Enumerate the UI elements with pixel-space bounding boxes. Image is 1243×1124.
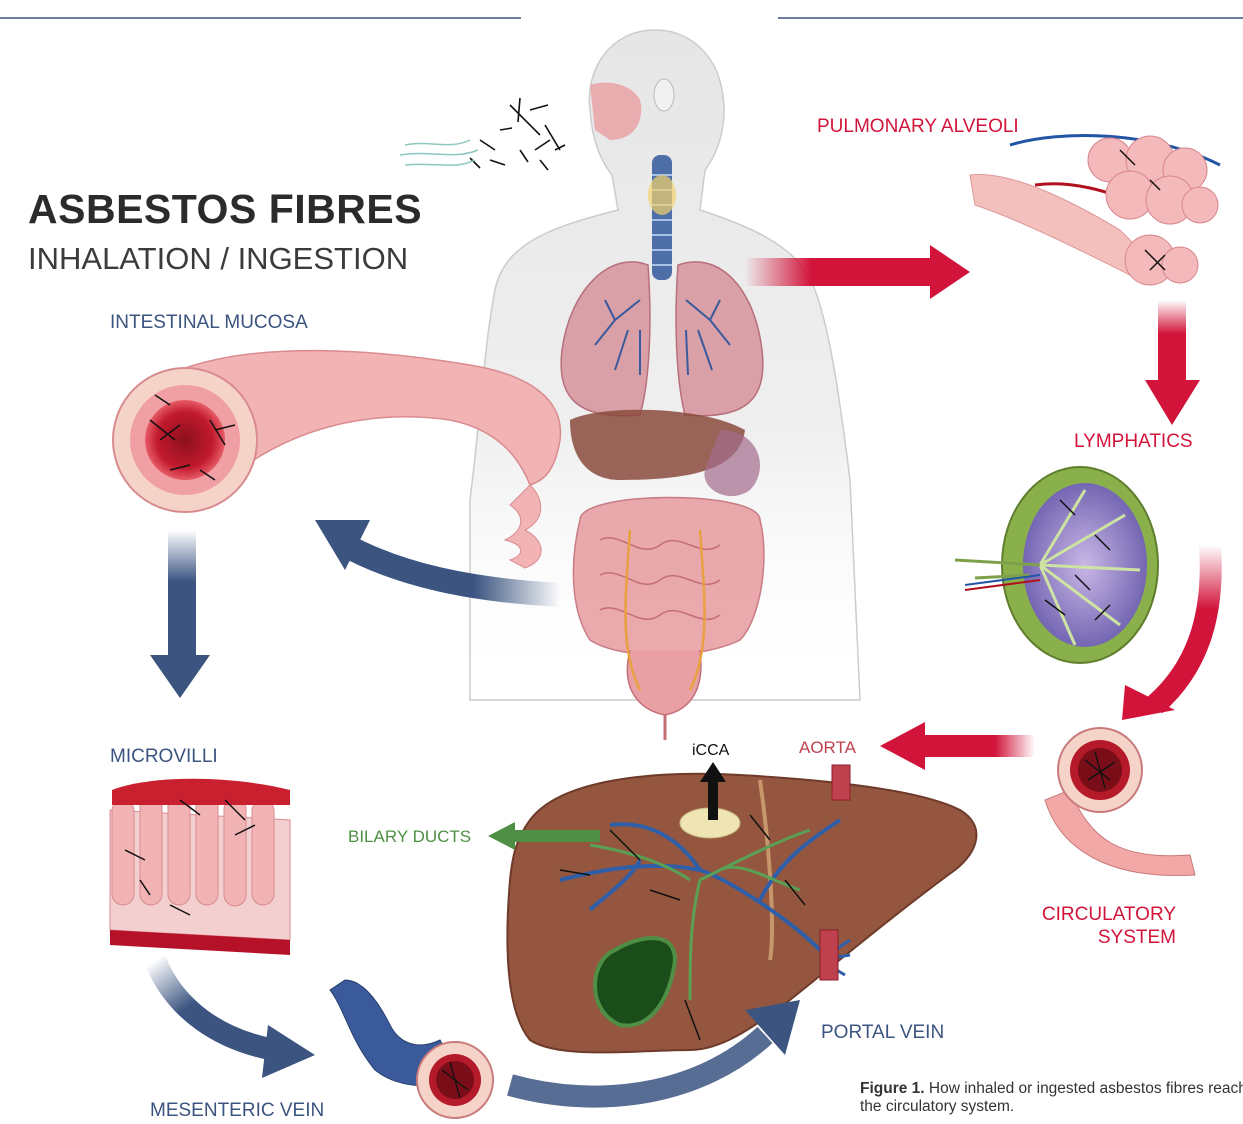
lymph-node-illustration	[955, 467, 1158, 663]
label-aorta: AORTA	[799, 738, 856, 758]
label-lymphatics: LYMPHATICS	[1074, 431, 1193, 453]
air-stream	[400, 140, 478, 165]
arrow-alveoli-to-lymphatics	[1145, 300, 1200, 425]
label-icca: iCCA	[692, 742, 729, 760]
mesenteric-vein-illustration	[330, 980, 493, 1118]
arrow-mucosa-to-microvilli	[150, 530, 210, 698]
arrow-microvilli-to-mesenteric	[155, 960, 315, 1078]
microvilli-illustration	[110, 779, 290, 955]
label-circulatory-system-line2: SYSTEM	[1020, 927, 1176, 949]
label-intestinal-mucosa: INTESTINAL MUCOSA	[110, 312, 308, 334]
inhaled-fibres	[470, 98, 565, 170]
label-microvilli: MICROVILLI	[110, 746, 218, 768]
liver-illustration	[507, 765, 976, 1053]
pulmonary-alveoli-illustration	[970, 135, 1220, 285]
diagram-subtitle: INHALATION / INGESTION	[28, 241, 408, 277]
diagram-title: ASBESTOS FIBRES	[28, 186, 422, 233]
label-bilary-ducts: BILARY DUCTS	[348, 827, 471, 847]
label-circulatory-system-line1: CIRCULATORY	[1020, 904, 1176, 926]
label-pulmonary-alveoli: PULMONARY ALVEOLI	[817, 116, 1019, 138]
caption-prefix: Figure 1.	[860, 1080, 925, 1097]
arrow-circulatory-to-aorta	[880, 722, 1035, 770]
label-portal-vein: PORTAL VEIN	[821, 1022, 944, 1044]
circulatory-vessel-illustration	[1045, 728, 1195, 876]
figure-caption: Figure 1. How inhaled or ingested asbest…	[860, 1080, 1243, 1116]
label-mesenteric-vein: MESENTERIC VEIN	[150, 1100, 324, 1122]
